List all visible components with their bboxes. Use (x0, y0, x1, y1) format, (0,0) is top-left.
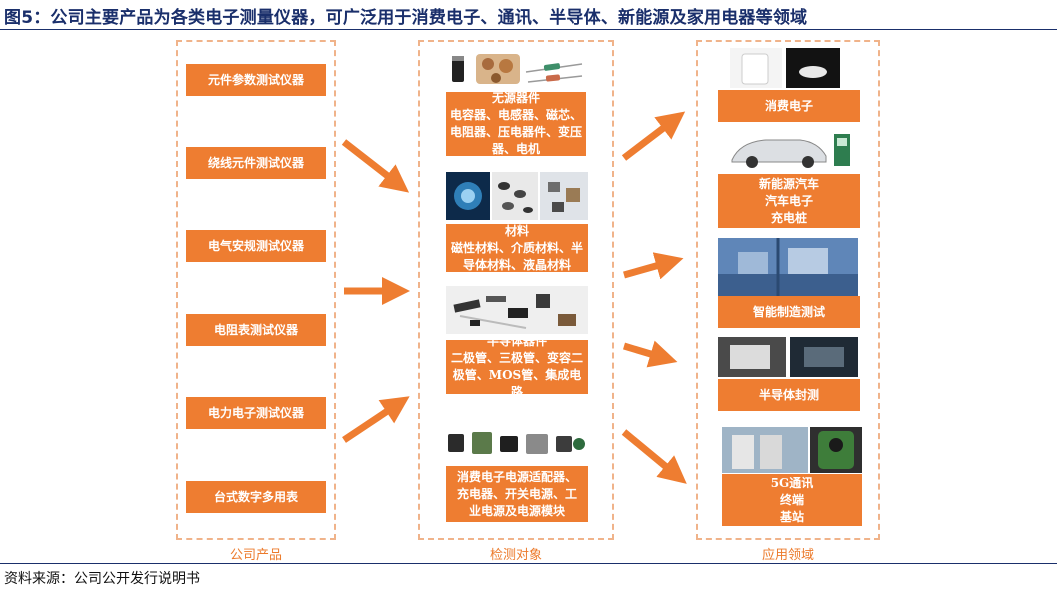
5g-telecom-photo (722, 427, 862, 473)
target-text: 消费电子电源适配器、 充电器、开关电源、工 业电源及电源模块 (457, 469, 577, 520)
target-box: 材料 磁性材料、介质材料、半 导体材料、液晶材料 (446, 224, 588, 272)
application-box: 智能制造测试 (718, 296, 860, 328)
application-label: 基站 (779, 509, 804, 524)
target-line: 器、电机 (491, 142, 540, 156)
target-text: 无源器件 电容器、电感器、磁芯、 电阻器、压电器件、变压 器、电机 (450, 90, 582, 158)
application-box: 5G通讯 终端 基站 (722, 474, 862, 526)
application-label: 5G通讯 (770, 475, 814, 490)
application-box: 半导体封测 (718, 379, 860, 411)
target-box: 消费电子电源适配器、 充电器、开关电源、工 业电源及电源模块 (446, 466, 588, 522)
product-label: 电阻表测试仪器 (213, 322, 298, 337)
semiconductor-packaging-photo (718, 337, 858, 377)
materials-image (446, 172, 588, 220)
target-line: 电容器、电感器、磁芯、 (450, 108, 583, 122)
product-label: 电气安规测试仪器 (207, 238, 304, 253)
consumer-electronics-photo (730, 48, 840, 88)
target-text: 材料 磁性材料、介质材料、半 导体材料、液晶材料 (451, 223, 583, 274)
product-box: 元件参数测试仪器 (186, 64, 326, 96)
application-label: 消费电子 (764, 98, 813, 113)
target-title: 材料 (504, 223, 529, 238)
arrow-targets-to-apps-2 (623, 252, 684, 280)
product-label: 台式数字多用表 (213, 489, 298, 504)
target-line: 充电器、开关电源、工 (456, 486, 577, 501)
5g-telecom-image (722, 427, 862, 473)
semiconductor-packaging-image (718, 337, 858, 377)
product-box: 绕线元件测试仪器 (186, 147, 326, 179)
product-box: 电气安规测试仪器 (186, 230, 326, 262)
application-label: 汽车电子 (764, 193, 813, 208)
consumer-electronics-image (730, 48, 840, 88)
targets-column (418, 40, 614, 540)
arrow-targets-to-apps-3 (622, 340, 678, 368)
semiconductor-devices-image (446, 286, 588, 334)
application-box: 新能源汽车 汽车电子 充电桩 (718, 174, 860, 228)
application-text: 5G通讯 终端 基站 (771, 475, 814, 526)
products-column-label: 公司产品 (229, 548, 282, 563)
arrow-targets-to-apps-1 (621, 111, 686, 161)
target-line: 电阻器、压电器件、变压 (450, 125, 583, 139)
application-label: 智能制造测试 (752, 304, 825, 319)
arrow-targets-to-apps-4 (621, 429, 687, 484)
products-column (176, 40, 336, 540)
application-text: 新能源汽车 汽车电子 充电桩 (759, 176, 819, 227)
target-title: 无源器件 (491, 91, 540, 105)
power-supplies-photo (446, 428, 588, 458)
new-energy-vehicle-photo (722, 128, 862, 172)
figure-title: 图5：公司主要产品为各类电子测量仪器，可广泛用于消费电子、通讯、半导体、新能源及… (4, 8, 808, 28)
arrow-products-to-targets-upper (341, 139, 410, 193)
targets-column-label: 检测对象 (489, 548, 542, 563)
power-supplies-image (446, 428, 588, 458)
target-line: 消费电子电源适配器、 (456, 469, 577, 484)
target-line: 极管、MOS管、集成电路 (452, 368, 582, 399)
application-label: 终端 (779, 492, 804, 507)
product-box: 台式数字多用表 (186, 481, 326, 513)
target-box: 无源器件 电容器、电感器、磁芯、 电阻器、压电器件、变压 器、电机 (446, 90, 586, 158)
smart-manufacturing-photo (718, 238, 858, 296)
title-divider (0, 29, 1057, 30)
target-text: 半导体器件 二极管、三极管、变容二 极管、MOS管、集成电路 (450, 333, 584, 401)
application-label: 充电桩 (770, 210, 807, 225)
target-line: 业电源及电源模块 (468, 503, 565, 518)
source-divider (0, 563, 1057, 564)
new-energy-vehicle-image (722, 128, 862, 172)
application-box: 消费电子 (718, 90, 860, 122)
target-line: 磁性材料、介质材料、半 (450, 240, 583, 255)
target-title: 半导体器件 (486, 334, 547, 348)
semiconductor-devices-photo (446, 286, 588, 334)
source-note: 资料来源：公司公开发行说明书 (4, 571, 200, 587)
passive-components-photo (446, 52, 586, 88)
target-line: 导体材料、液晶材料 (462, 257, 571, 272)
target-box: 半导体器件 二极管、三极管、变容二 极管、MOS管、集成电路 (446, 334, 588, 399)
arrow-products-to-targets-lower (342, 396, 410, 443)
smart-manufacturing-image (718, 238, 858, 296)
application-label: 新能源汽车 (758, 176, 819, 191)
product-label: 电力电子测试仪器 (207, 405, 304, 420)
product-label: 元件参数测试仪器 (207, 72, 304, 87)
application-label: 半导体封测 (758, 387, 819, 402)
applications-column (696, 40, 880, 540)
product-box: 电力电子测试仪器 (186, 397, 326, 429)
product-box: 电阻表测试仪器 (186, 314, 326, 346)
passive-components-image (446, 52, 586, 88)
applications-column-label: 应用领域 (761, 548, 814, 563)
materials-photo (446, 172, 588, 220)
target-line: 二极管、三极管、变容二 (450, 351, 583, 365)
product-label: 绕线元件测试仪器 (207, 155, 304, 170)
